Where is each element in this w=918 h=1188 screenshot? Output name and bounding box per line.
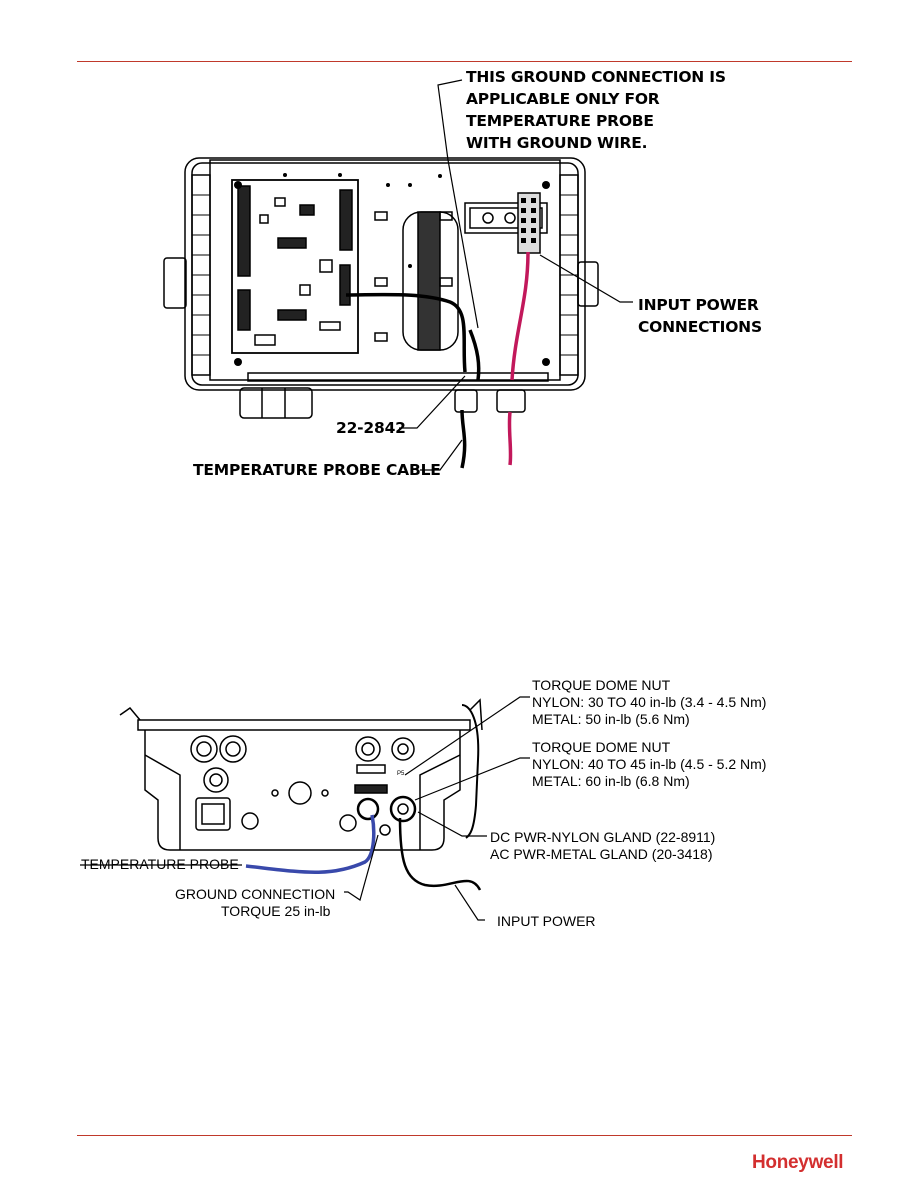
dome-nut-2-nylon: NYLON: 40 TO 45 in-lb (4.5 - 5.2 Nm) (532, 756, 767, 772)
dome-nut-2-title: TORQUE DOME NUT (532, 739, 671, 755)
svg-text:P5: P5 (397, 771, 405, 777)
dome-nut-2-metal: METAL: 60 in-lb (6.8 Nm) (532, 773, 690, 789)
input-power-label-line1: INPUT POWER (638, 296, 759, 314)
dome-nut-1-metal: METAL: 50 in-lb (5.6 Nm) (532, 711, 690, 727)
gland-ac-label: AC PWR-METAL GLAND (20-3418) (490, 846, 713, 862)
part-number-label: 22-2842 (336, 419, 406, 437)
probe-cable-label: TEMPERATURE PROBE CABLE (193, 461, 441, 479)
honeywell-logo: Honeywell (752, 1152, 844, 1173)
temperature-probe-label: TEMPERATURE PROBE (81, 856, 239, 872)
ground-note-line4: WITH GROUND WIRE. (466, 134, 648, 152)
input-power-label: INPUT POWER (497, 913, 596, 929)
ground-note-line2: APPLICABLE ONLY FOR (466, 90, 660, 108)
ground-note-line3: TEMPERATURE PROBE (466, 112, 654, 130)
input-power-label-line2: CONNECTIONS (638, 318, 762, 336)
gland-dc-label: DC PWR-NYLON GLAND (22-8911) (490, 829, 716, 845)
dome-nut-1-nylon: NYLON: 30 TO 40 in-lb (3.4 - 4.5 Nm) (532, 694, 767, 710)
dome-nut-1-title: TORQUE DOME NUT (532, 677, 671, 693)
header-rule (77, 61, 852, 62)
ground-note-line1: THIS GROUND CONNECTION IS (466, 68, 726, 86)
ground-torque-label: TORQUE 25 in-lb (221, 903, 331, 919)
footer-rule (77, 1135, 852, 1136)
ground-connection-label: GROUND CONNECTION (175, 886, 336, 902)
